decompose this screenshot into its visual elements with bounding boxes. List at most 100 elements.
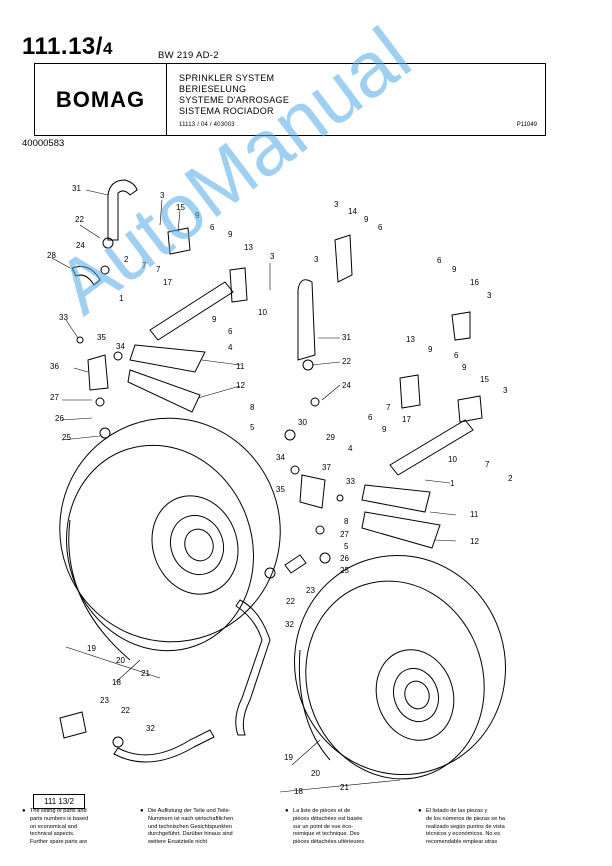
nut-34-left	[113, 351, 123, 361]
nozzle-24-left	[100, 265, 110, 275]
filter-23-bottom	[59, 711, 87, 739]
callout: 33	[346, 477, 355, 486]
callout: 6	[454, 351, 459, 360]
nozzle-25-right	[319, 552, 331, 564]
note-line: La liste de pièces et de	[293, 808, 351, 814]
clamp-22-bottom	[112, 736, 124, 748]
note-line: El listado de las piezas y	[426, 808, 488, 814]
title-es: SISTEMA ROCIADOR	[179, 106, 274, 116]
callout: 34	[116, 342, 125, 351]
right-wheel-drawing	[294, 554, 506, 780]
callout: 3	[334, 200, 339, 209]
left-wheel-drawing	[59, 417, 281, 661]
note-line: Die Auflistung der Teile und Teile-	[148, 808, 231, 814]
callout: 17	[402, 415, 411, 424]
note-line: Nummern ist nach wirtschaftlichen	[148, 815, 234, 822]
callout: 8	[250, 403, 255, 412]
note-de: ● Die Auflistung der Teile und Teile- Nu…	[140, 808, 276, 847]
bracket-13-left	[229, 267, 248, 303]
hose-32-bottom	[113, 729, 215, 763]
title-block: BOMAG SPRINKLER SYSTEM BERIESELUNG SYSTE…	[34, 63, 546, 136]
nozzle-25-left	[99, 427, 111, 439]
nozzle-bar-right	[389, 419, 474, 476]
note-es: ● El listado de las piezas y de los núme…	[418, 808, 554, 847]
logo-cell: BOMAG	[35, 64, 167, 135]
bracket-13-right	[399, 374, 421, 409]
callout: 9	[195, 211, 200, 220]
note-fr: ● La liste de pièces et de pièces détach…	[285, 808, 421, 847]
callout: 14	[348, 207, 357, 216]
nozzle-bar-left	[149, 281, 234, 341]
note-line: The listing of parts and	[30, 808, 87, 814]
note-en: ● The listing of parts and parts numbers…	[22, 808, 158, 847]
callout: 21	[340, 783, 349, 792]
bullet-icon: ●	[140, 808, 144, 814]
title-en: SPRINKLER SYSTEM	[179, 73, 275, 83]
callout: 9	[364, 215, 369, 224]
document-number: 40000583	[22, 138, 65, 149]
callout: 13	[244, 243, 253, 252]
note-line: realizado según puntos de vista	[426, 823, 505, 830]
callout: 15	[480, 375, 489, 384]
nut-34-center	[290, 465, 300, 475]
reference-code: 11113 / 04 / 403003	[179, 122, 235, 128]
hose-32-left	[235, 599, 271, 736]
callout: 9	[228, 230, 233, 239]
callout: 27	[340, 530, 349, 539]
callout: 10	[448, 455, 457, 464]
note-line: nomique et technique. Des	[293, 831, 360, 838]
callout: 17	[163, 278, 172, 287]
callout: 18	[112, 678, 121, 687]
elbow-28	[71, 266, 101, 286]
nozzle-24-center	[310, 397, 320, 407]
callout: 22	[342, 357, 351, 366]
callout: 24	[76, 241, 85, 250]
callout: 5	[250, 423, 255, 432]
clamp-22-wheel	[264, 567, 276, 579]
bracket-36	[87, 354, 109, 391]
bullet-icon: ●	[22, 808, 26, 814]
callout: 7	[485, 460, 490, 469]
bracket-16	[451, 311, 471, 341]
callout: 31	[72, 184, 81, 193]
callout: 2	[124, 255, 129, 264]
callout: 28	[47, 251, 56, 260]
callout: 4	[228, 343, 233, 352]
callout: 32	[146, 724, 155, 733]
callout: 1	[450, 479, 455, 488]
brush-12-right	[361, 511, 441, 549]
note-line: técnicos y económicos. No es	[426, 831, 500, 838]
cross-reference-box: 111 13/2	[33, 794, 85, 809]
callout: 11	[470, 510, 479, 519]
title-de: BERIESELUNG	[179, 84, 247, 94]
callout: 9	[428, 345, 433, 354]
valve-23-top	[284, 554, 307, 574]
callout: 9	[462, 363, 467, 372]
callout: 10	[258, 308, 267, 317]
callout: 6	[210, 223, 215, 232]
callout: 35	[97, 333, 106, 342]
callout: 37	[322, 463, 331, 472]
callout: 3	[160, 191, 165, 200]
callout: 9	[382, 425, 387, 434]
bullet-icon: ●	[418, 808, 422, 814]
note-line: parts numbers is based	[30, 815, 89, 822]
callout: 31	[342, 333, 351, 342]
title-fr: SYSTEME D'ARROSAGE	[179, 95, 290, 105]
callout: 3	[314, 255, 319, 264]
callout: 9	[212, 315, 217, 324]
callout: 24	[342, 381, 351, 390]
callout: 34	[276, 453, 285, 462]
note-line: pièces détachées est basée	[293, 815, 363, 822]
plate-11-left	[129, 344, 206, 373]
callout: 19	[87, 644, 96, 653]
bracket-14	[334, 234, 353, 283]
callout: 35	[276, 485, 285, 494]
plate-15-left	[167, 227, 191, 255]
page-number-suffix: 4	[102, 39, 113, 58]
callout: 15	[176, 203, 185, 212]
callout-labels: 31 3 15 22 9 6 9 24 2 7 13 28 7 17 3 1 3…	[47, 184, 513, 796]
callout: 36	[50, 362, 59, 371]
bracket-37	[299, 474, 326, 509]
